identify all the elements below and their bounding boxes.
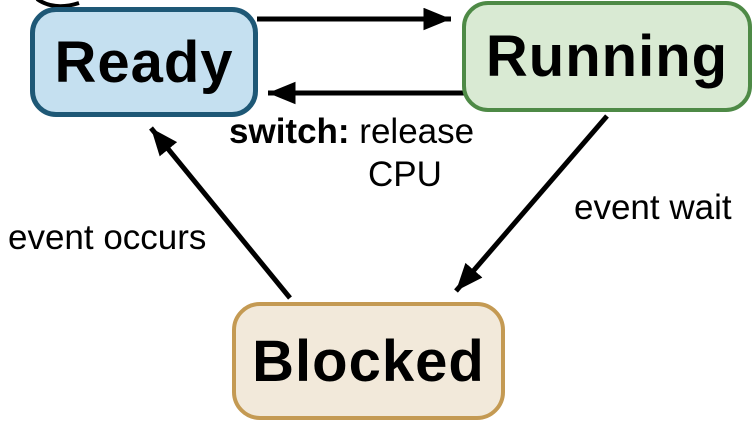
incoming-arrow-fragment — [35, 0, 80, 9]
state-running-label: Running — [485, 24, 729, 89]
state-blocked-label: Blocked — [252, 328, 485, 394]
arrow-blocked-to-ready — [149, 126, 292, 300]
label-event-wait: event wait — [574, 188, 732, 227]
label-cpu: CPU — [368, 155, 442, 194]
label-event-occurs: event occurs — [8, 218, 207, 257]
state-running: Running — [462, 1, 752, 112]
state-ready: Ready — [30, 7, 258, 117]
state-blocked: Blocked — [232, 302, 505, 420]
label-switch-regular: release — [349, 112, 475, 151]
state-ready-label: Ready — [54, 29, 234, 95]
label-switch-bold: switch: — [229, 112, 350, 151]
label-switch-release: switch: release — [229, 112, 474, 152]
arrow-running-to-blocked — [454, 114, 609, 293]
